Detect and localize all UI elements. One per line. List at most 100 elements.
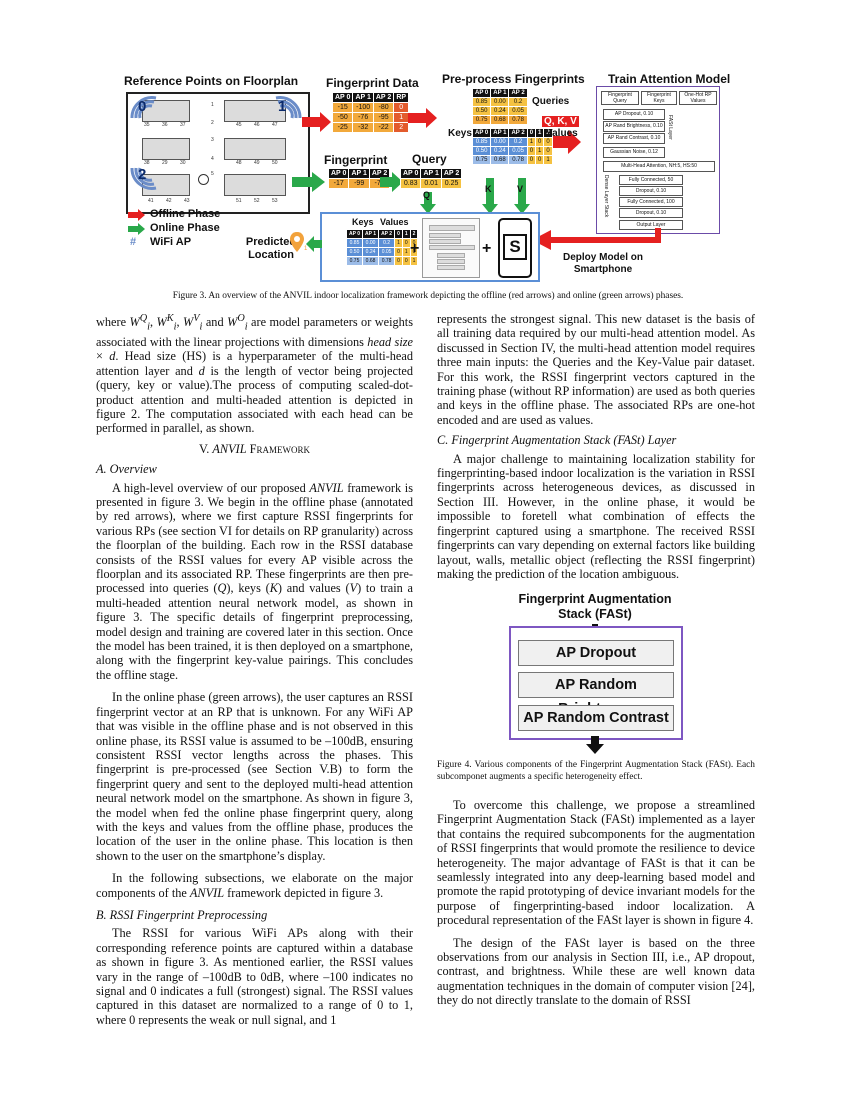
- cell: 0.50: [345, 247, 364, 257]
- cell: 0.05: [508, 146, 528, 156]
- text-run: framework depicted in figure 3.: [224, 885, 384, 900]
- cell: 0.05: [378, 247, 396, 257]
- model-input: Fingerprint Keys: [641, 91, 677, 105]
- fast-layer-box: AP Rand Contrast, 0.10: [603, 133, 665, 144]
- down-arrow-icon: [586, 736, 604, 754]
- text-run: ,: [176, 315, 184, 330]
- red-arrow-icon: [128, 209, 145, 221]
- cell: 0: [535, 155, 545, 165]
- phone-values-label: Values: [380, 217, 409, 227]
- room: [224, 100, 286, 122]
- text-run: where: [96, 315, 130, 330]
- room: [224, 174, 286, 196]
- subsection-heading: A. Overview: [96, 462, 157, 477]
- deploy-arrow-icon: [538, 228, 661, 243]
- model-input: One-Hot RP Values: [679, 91, 717, 105]
- paragraph: A major challenge to maintaining localiz…: [437, 451, 755, 581]
- rp-number: 2: [211, 120, 214, 126]
- ap-label-1: 1: [278, 98, 287, 115]
- train-model-title: Train Attention Model: [608, 72, 731, 86]
- italic-term: head size: [367, 334, 413, 349]
- dense-box: Fully Connected, 100: [619, 197, 683, 207]
- phone-keys-label: Keys: [352, 217, 374, 227]
- cell: 0.25: [440, 178, 463, 189]
- rp-number: 43: [184, 198, 190, 204]
- col-header: AP 0: [327, 168, 350, 179]
- figure-4-title-line: Stack (FASt): [558, 607, 632, 621]
- rp-number: 42: [166, 198, 172, 204]
- legend-online: Online Phase: [150, 222, 220, 234]
- cell: 0.85: [471, 97, 492, 107]
- col-header: 1: [401, 229, 411, 239]
- thumbnail-block: [437, 253, 465, 258]
- section-number: V.: [198, 441, 213, 456]
- text-run: are model parameters or weights associat…: [96, 315, 413, 349]
- cell: -95: [372, 112, 395, 123]
- math-subscript: i: [199, 321, 203, 333]
- cell: -80: [372, 102, 395, 113]
- cell: 1: [409, 256, 419, 266]
- col-header: AP 1: [420, 168, 442, 179]
- cell: -22: [372, 122, 395, 133]
- paragraph: A high-level overview of our proposed AN…: [96, 481, 413, 683]
- paragraph: represents the strongest signal. This ne…: [437, 312, 755, 427]
- math-symbol: W: [129, 315, 140, 330]
- cell: 0: [393, 102, 410, 113]
- room: [224, 138, 286, 160]
- cell: 0.78: [378, 256, 396, 266]
- pillar: [198, 174, 209, 185]
- col-header: AP 0: [471, 128, 492, 138]
- text-run: ×: [96, 349, 110, 364]
- cell: 0.68: [362, 256, 380, 266]
- dense-box: Dropout, 0.10: [619, 208, 683, 218]
- left-column: where WQi, WKi, WVi and WOi are model pa…: [96, 312, 413, 1027]
- wifi-ap-icon: [275, 96, 302, 119]
- green-left-arrow-icon: [306, 236, 322, 252]
- cell: -25: [331, 122, 354, 133]
- floorplan: 0 1 2 1 2 3 4 5 35 36 37 45 46 47 38 29 …: [126, 92, 310, 214]
- cell: 0: [526, 155, 537, 165]
- thumbnail-block: [437, 259, 465, 264]
- col-header: RP: [393, 92, 410, 103]
- math-subscript: i: [173, 321, 177, 333]
- cell: 0.24: [490, 146, 510, 156]
- cell: 0.24: [362, 247, 380, 257]
- col-header: AP 1: [490, 88, 510, 98]
- figure-3: Reference Points on Floorplan 0 1 2 1: [110, 68, 740, 293]
- cell: -17: [327, 178, 350, 189]
- math-symbol: W: [183, 315, 194, 330]
- text-run: In the following subsections, we elabora…: [96, 871, 413, 900]
- fingerprint-data-title: Fingerprint Data: [326, 76, 419, 90]
- cell: -32: [352, 122, 374, 133]
- paragraph: To overcome this challenge, we propose a…: [437, 798, 755, 928]
- wifi-ap-icon: [130, 167, 157, 190]
- cell: 0.75: [471, 155, 492, 165]
- cell: 0.68: [490, 115, 510, 125]
- smartphone-inference-box: Keys Values AP 0 AP 1 AP 2 0 1 2 0.85 0.…: [320, 212, 540, 282]
- location-pin-icon: [290, 232, 304, 252]
- cell: 0.2: [508, 97, 528, 107]
- math-wv: WVi: [183, 313, 202, 333]
- col-header: AP 2: [508, 88, 528, 98]
- col-header: AP 1: [362, 229, 380, 239]
- predicted-location-label: Predicted Location: [245, 236, 297, 261]
- cell: 0: [394, 247, 403, 257]
- v-arrow-label: V: [517, 184, 524, 194]
- cell: -50: [331, 112, 354, 123]
- green-arrow-icon: [292, 172, 325, 192]
- q-arrow-label: Q: [423, 190, 431, 200]
- rp-number: 53: [272, 198, 278, 204]
- math-superscript: K: [166, 313, 174, 324]
- thumbnail-block: [429, 233, 461, 238]
- red-arrow-icon: [302, 112, 331, 132]
- cell: 1: [393, 112, 410, 123]
- cell: 0.05: [508, 106, 528, 116]
- subsection-heading: B. RSSI Fingerprint Preprocessing: [96, 907, 268, 922]
- cell: -15: [331, 102, 354, 113]
- deploy-label: Deploy Model on Smartphone: [563, 252, 643, 275]
- subsection-heading: C. Fingerprint Augmentation Stack (FASt)…: [437, 433, 677, 448]
- section-anvil: ANVIL: [212, 441, 247, 456]
- math-subscript: i: [244, 321, 248, 333]
- italic-term: d: [198, 363, 205, 378]
- text-run: and: [202, 315, 228, 330]
